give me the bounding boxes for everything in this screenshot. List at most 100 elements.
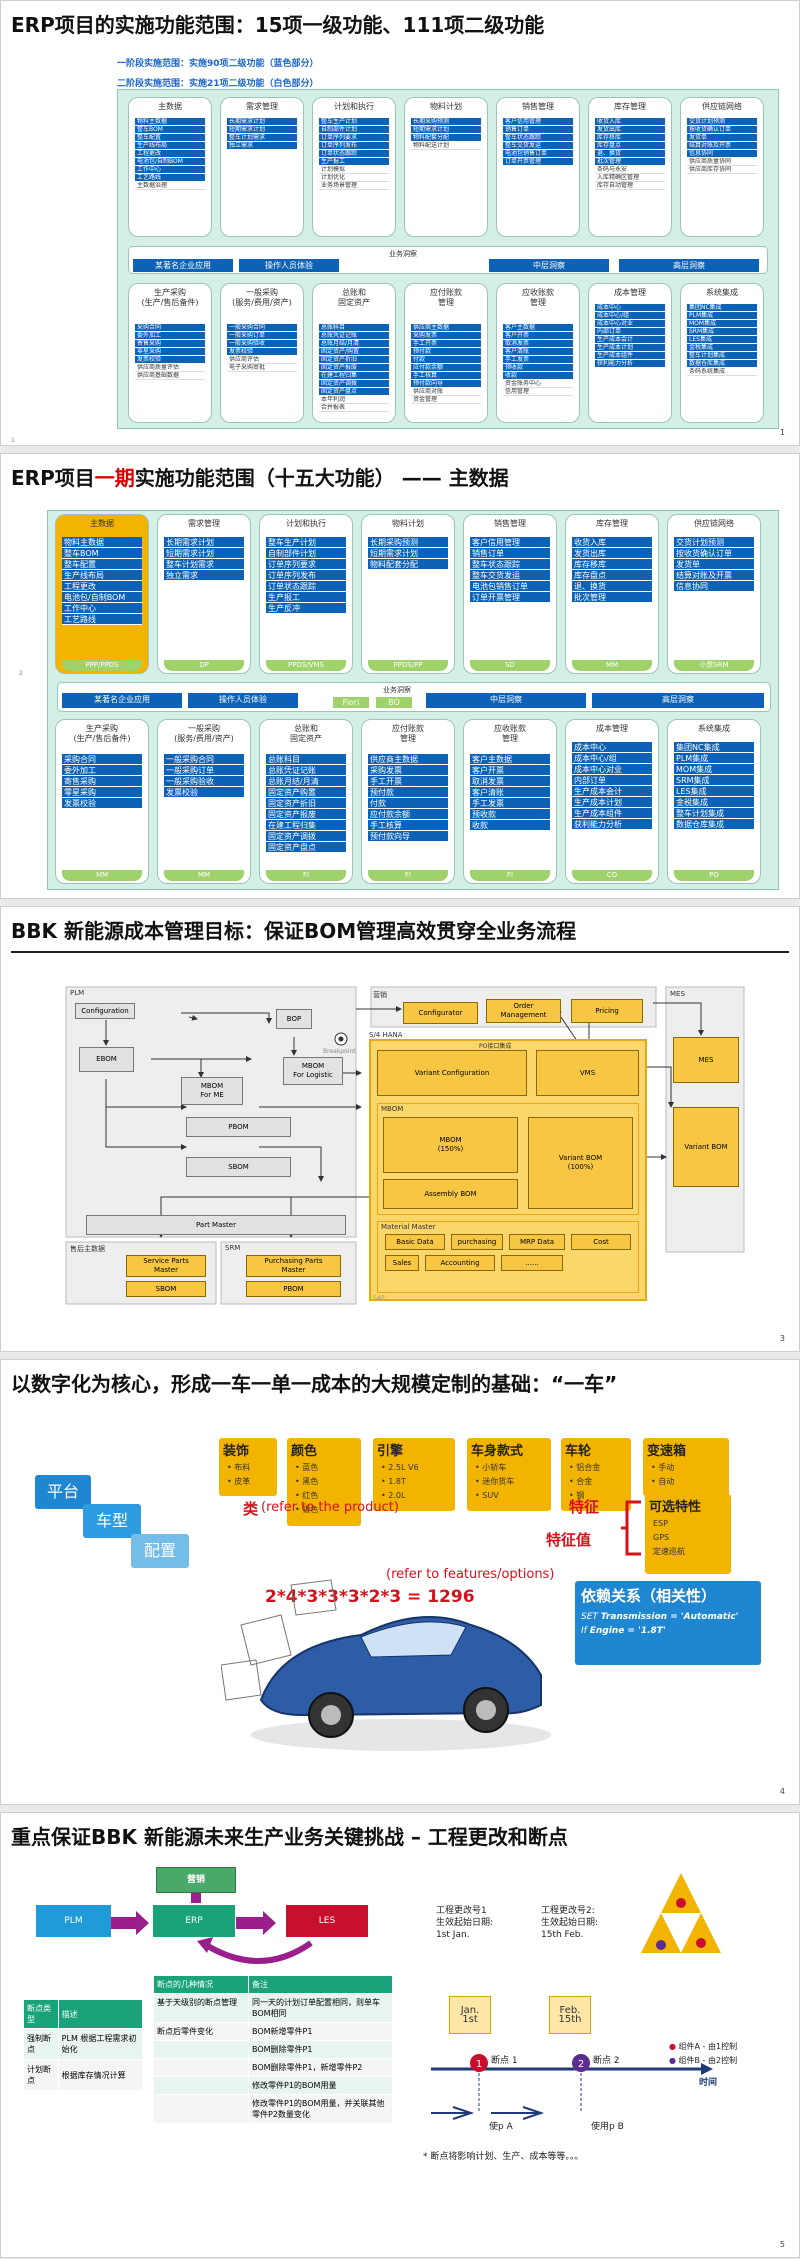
module-item: 物料配送计划 bbox=[411, 142, 481, 150]
module-item: 信用管理 bbox=[503, 388, 573, 396]
module-card: 应付账款 管理供应商主数据采购发票手工开票预付款付款应付款余额手工核算预付款向导… bbox=[404, 283, 488, 423]
order-management-box: Order Management bbox=[486, 999, 561, 1023]
module-item-list: 长期需求计划短期需求计划整车计划需求独立需求 bbox=[227, 118, 297, 150]
module-item-list: 供应商主数据采购发票手工开票预付款付款应付款余额手工核算预付款向导供应商对账资金… bbox=[411, 324, 481, 404]
module-item: 发票校验 bbox=[62, 798, 142, 809]
table-row: 基于天级别的断点管理同一天的计划订单配置相同，则单车BOM相同 bbox=[153, 1993, 393, 2023]
module-card: 计划和执行整车生产计划自制部件计划订单序列要求订单序列发布订单状态跟踪生产报工计… bbox=[312, 97, 396, 237]
module-tag: MM bbox=[572, 660, 652, 671]
module-item: 总账月结/月清 bbox=[266, 776, 346, 787]
component-a-legend: ● 组件A - 由1控制 bbox=[669, 2041, 737, 2052]
module-item: 条码系统集成 bbox=[687, 368, 757, 376]
option-item: • 自动 bbox=[651, 1477, 675, 1486]
option-item: • 手动 bbox=[651, 1463, 675, 1472]
module-title: 供应链网络 bbox=[702, 102, 742, 111]
option-item: • 2.0L bbox=[381, 1491, 406, 1500]
insight-item: 高层洞察 bbox=[619, 259, 759, 272]
page-number: 4 bbox=[779, 1787, 785, 1796]
module-tag: SD bbox=[470, 660, 550, 671]
module-item: 物料主数据 bbox=[135, 118, 205, 126]
small-number: 2 bbox=[19, 670, 23, 677]
module-item: 结算对账及开票 bbox=[674, 570, 754, 581]
module-item: 交货计划预测 bbox=[687, 118, 757, 126]
module-title: 总账和 固定资产 bbox=[290, 724, 322, 743]
dependency-card: 依赖关系（相关性） SET Transmission = 'Automatic'… bbox=[575, 1581, 761, 1665]
les-box: LES bbox=[286, 1905, 368, 1937]
module-item: 信息协同 bbox=[674, 581, 754, 592]
module-item: 金税集成 bbox=[687, 344, 757, 352]
breakpoint-case-table: 断点的几种情况备注 基于天级别的断点管理同一天的计划订单配置相同，则单车BOM相… bbox=[153, 1975, 393, 2124]
class-english: (refer to the product) bbox=[261, 1500, 399, 1515]
module-item: 寄售采购 bbox=[62, 776, 142, 787]
module-item-list: 长期采购预测短期需求计划物料配套分配 bbox=[368, 537, 448, 570]
module-item-list: 交货计划预测按收货确认订单发货单结算对账及开票信息协同 bbox=[674, 537, 754, 592]
module-title: 计划和执行 bbox=[334, 102, 374, 111]
module-title: 系统集成 bbox=[698, 724, 730, 733]
bullet-icon: ● bbox=[669, 2042, 676, 2051]
breakpoint-2-label: 断点 2 bbox=[593, 2056, 620, 2066]
po-integration-label: PO接口集成 bbox=[479, 1043, 512, 1050]
table-cell: 基于天级别的断点管理 bbox=[153, 1993, 249, 2023]
module-tag: MM bbox=[164, 870, 244, 881]
impact-note: * 断点将影响计划、生产、成本等等。。。 bbox=[423, 2152, 584, 2162]
module-item: 固定资产报废 bbox=[319, 364, 389, 372]
module-title: 计划和执行 bbox=[286, 519, 326, 528]
use-a-label: 使p A bbox=[489, 2122, 513, 2132]
module-item: 生产成本组件 bbox=[595, 352, 665, 360]
module-tag: PPP/PPDS bbox=[62, 660, 142, 671]
module-item: 集团NC集成 bbox=[687, 304, 757, 312]
module-item: 主数据治理 bbox=[135, 182, 205, 190]
option-item: • SUV bbox=[475, 1491, 499, 1500]
module-tag: MM bbox=[62, 870, 142, 881]
after-sales-label: 售后主数据 bbox=[70, 1245, 105, 1253]
option-item: • 迷你货车 bbox=[475, 1477, 515, 1486]
module-card: 需求管理长期需求计划短期需求计划整车计划需求独立需求 bbox=[220, 97, 304, 237]
module-title: 成本管理 bbox=[614, 288, 646, 297]
dependency-rule-1: SET Transmission = 'Automatic' bbox=[575, 1610, 761, 1624]
breakpoint-1-label: 断点 1 bbox=[491, 2056, 518, 2066]
module-item: 工程更改 bbox=[62, 581, 142, 592]
optional-features-card: 可选特性 ESP GPS 定速巡航 bbox=[645, 1494, 731, 1574]
module-title: 物料计划 bbox=[430, 102, 462, 111]
time-label: 时间 bbox=[699, 2078, 718, 2088]
sap-mark: SAP bbox=[373, 1295, 385, 1302]
module-item: 长期需求计划 bbox=[227, 118, 297, 126]
table-cell: 根据库存情况计算 bbox=[57, 2059, 144, 2091]
table-cell: BOM新增零件P1 bbox=[248, 2022, 393, 2041]
module-item: 采购发票 bbox=[368, 765, 448, 776]
module-title: 应收账款 管理 bbox=[494, 724, 526, 743]
module-item: 整车生产计划 bbox=[266, 537, 346, 548]
module-item: 固定资产/购置 bbox=[319, 348, 389, 356]
option-item: • 合金 bbox=[569, 1477, 593, 1486]
module-item: 总账凭证记账 bbox=[319, 332, 389, 340]
module-item: 生产线布局 bbox=[135, 142, 205, 150]
insight-item: 某著名企业应用 bbox=[62, 693, 182, 708]
option-item: • 布料 bbox=[227, 1463, 251, 1472]
component-b-legend: ● 组件B - 由2控制 bbox=[669, 2055, 737, 2066]
module-item: 取消发票 bbox=[470, 776, 550, 787]
option-item: • 银色 bbox=[295, 1505, 319, 1514]
module-title: 系统集成 bbox=[706, 288, 738, 297]
insight-item: 中层洞察 bbox=[489, 259, 609, 272]
module-item: 批次管理 bbox=[572, 592, 652, 603]
legend-phase-2: 二阶段实施范围：实施21项二级功能（白色部分） bbox=[117, 79, 319, 89]
pbom-box: PBOM bbox=[186, 1117, 291, 1137]
erp-box: ERP bbox=[153, 1905, 235, 1937]
module-item: 固定资产调拨 bbox=[266, 831, 346, 842]
option-card: 车身款式• 小轿车• 迷你货车• SUV bbox=[467, 1438, 551, 1511]
module-item: 数据仓库集成 bbox=[687, 360, 757, 368]
mm-accounting: Accounting bbox=[425, 1255, 495, 1271]
module-item: 库存自动管理 bbox=[595, 182, 665, 190]
module-item: 成本中心对业 bbox=[572, 764, 652, 775]
option-item: • 蓝色 bbox=[295, 1463, 319, 1472]
ebom-box: EBOM bbox=[79, 1047, 134, 1072]
module-item: 物料主数据 bbox=[62, 537, 142, 548]
breakpoint-label: Breakpoint bbox=[323, 1048, 356, 1055]
module-item-list: 整车生产计划自制部件计划订单序列要求订单序列发布订单状态跟踪生产报工计划模拟计划… bbox=[319, 118, 389, 190]
table-cell bbox=[153, 2094, 249, 2124]
module-item: 数据仓库集成 bbox=[674, 819, 754, 830]
module-title: 销售管理 bbox=[494, 519, 526, 528]
module-item: 发货出库 bbox=[572, 548, 652, 559]
